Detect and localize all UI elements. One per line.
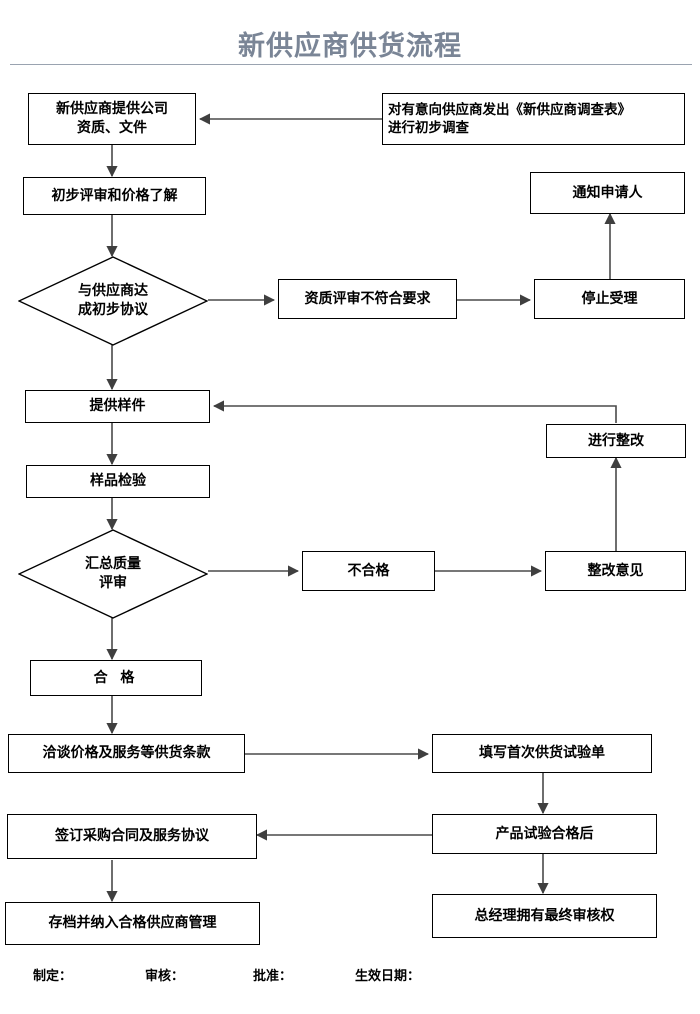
node-notify-applicant[interactable]: 通知申请人 [530,172,685,214]
diamond-shape [18,256,208,346]
node-do-rectify[interactable]: 进行整改 [546,424,686,458]
node-quality-review[interactable]: 汇总质量 评审 [18,529,208,619]
footer-field-effective-date: 生效日期： [355,969,421,984]
footer-field-reviewed: 审核： [145,969,185,984]
node-reach-agreement[interactable]: 与供应商达 成初步协议 [18,256,208,346]
node-label: 与供应商达 成初步协议 [78,283,148,318]
node-qualify-fail[interactable]: 资质评审不符合要求 [278,279,457,319]
diamond-shape [18,529,208,619]
footer-field-approved: 批准： [253,969,293,984]
node-supplier-docs[interactable]: 新供应商提供公司 资质、文件 [28,93,196,145]
footer-field-drafted: 制定： [33,969,73,984]
node-stop-accept[interactable]: 停止受理 [534,279,685,319]
page-title: 新供应商供货流程 [238,31,462,61]
node-label: 汇总质量 评审 [85,556,141,591]
title-divider [10,64,692,65]
node-gm-final-approval[interactable]: 总经理拥有最终审核权 [432,894,657,938]
node-sign-contract[interactable]: 签订采购合同及服务协议 [7,814,257,859]
node-sample-inspect[interactable]: 样品检验 [26,465,210,498]
node-negotiate-terms[interactable]: 洽谈价格及服务等供货条款 [8,734,245,773]
node-provide-sample[interactable]: 提供样件 [25,390,210,423]
node-survey-form[interactable]: 对有意向供应商发出《新供应商调查表》 进行初步调查 [382,93,685,145]
node-initial-review[interactable]: 初步评审和价格了解 [23,177,206,215]
node-qualified[interactable]: 合 格 [30,660,202,696]
node-first-supply-form[interactable]: 填写首次供货试验单 [432,734,652,773]
node-rectify-opinion[interactable]: 整改意见 [545,551,686,591]
node-product-passed[interactable]: 产品试验合格后 [432,814,657,854]
node-archive-manage[interactable]: 存档并纳入合格供应商管理 [5,902,260,945]
node-not-qualified[interactable]: 不合格 [302,551,435,591]
